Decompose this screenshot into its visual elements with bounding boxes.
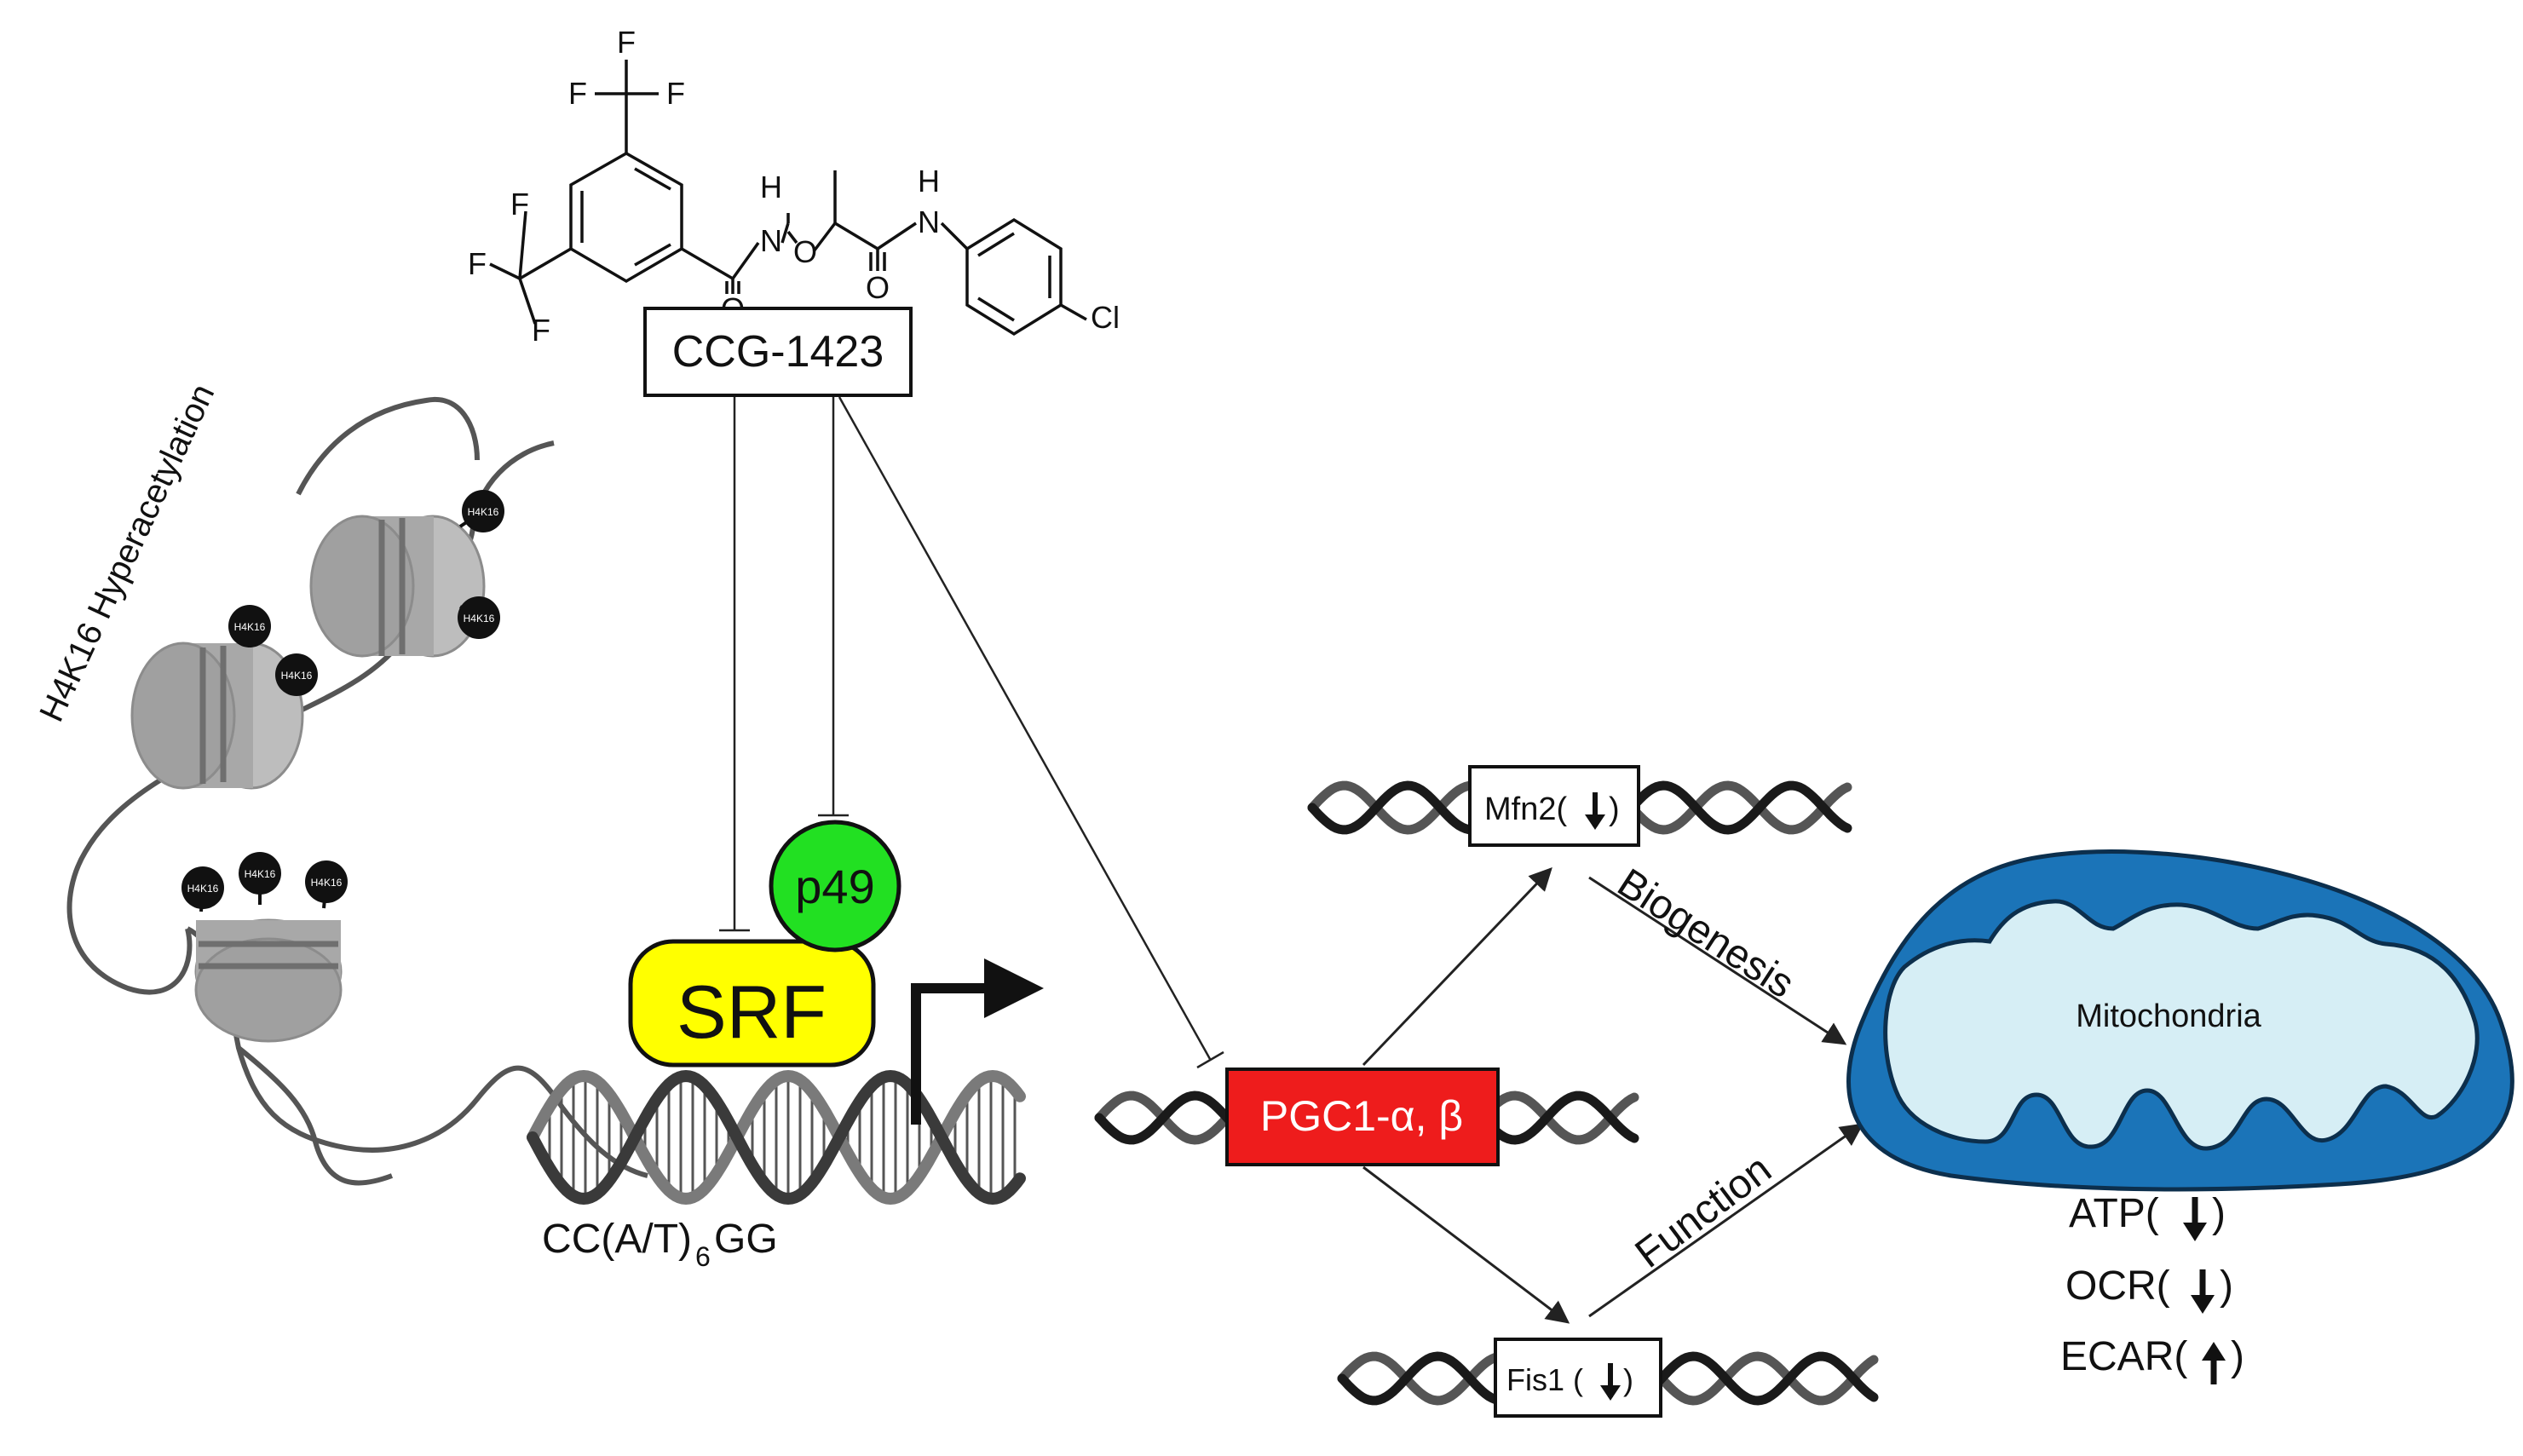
mfn2-box: Mfn2( ): [1468, 765, 1640, 847]
mitochondrion: Mitochondria: [1846, 849, 2514, 1192]
h4k16-acetyl-mark: H4K16: [228, 605, 271, 647]
atom-h: H: [760, 170, 782, 204]
srf-motif-end: GG: [714, 1217, 778, 1262]
ocr-label: OCR(: [2065, 1263, 2170, 1309]
mfn2-label: Mfn2(: [1484, 791, 1567, 827]
transcription-start-arrow: [911, 958, 1044, 1125]
up-arrow-icon: [2202, 1342, 2226, 1384]
fis1-close: ): [1623, 1362, 1633, 1397]
atom-f: F: [532, 313, 550, 348]
ccg1423-label: CCG-1423: [672, 327, 884, 377]
mito-metric-atp: ATP( ): [2069, 1191, 2226, 1241]
mfn2-close: ): [1609, 791, 1620, 827]
ocr-close: ): [2220, 1263, 2233, 1309]
down-arrow-icon: [2183, 1197, 2207, 1241]
fis1-label: Fis1 (: [1506, 1362, 1583, 1397]
h4k16-mark-label: H4K16: [281, 670, 313, 682]
dna-strand: [527, 1069, 1026, 1206]
srf-promoter-dna: [527, 1069, 1026, 1206]
mito-metric-ocr: OCR( ): [2065, 1263, 2233, 1314]
arrow-pgc-to-mfn2: [1362, 867, 1552, 1067]
pathway-arrows: [1362, 867, 1864, 1324]
h4k16-mark-label: H4K16: [245, 868, 276, 880]
arrow-function: [1588, 1123, 1864, 1318]
atom-h: H: [918, 164, 940, 199]
h4k16-acetyl-mark: H4K16: [305, 860, 348, 909]
srf-motif-subscript: 6: [695, 1241, 711, 1272]
pgc1-box: PGC1-α, β: [1225, 1068, 1500, 1166]
atp-label: ATP(: [2069, 1191, 2159, 1236]
mito-metric-ecar: ECAR( ): [2060, 1334, 2244, 1384]
inhibit-pgc-line: [838, 396, 1212, 1060]
pgc1-label: PGC1-α, β: [1260, 1092, 1463, 1140]
h4k16-acetyl-mark: H4K16: [181, 866, 224, 912]
nucleosome-top: [309, 515, 486, 658]
atom-n: N: [918, 204, 940, 239]
h4k16-mark-label: H4K16: [464, 613, 495, 624]
ecar-close: ): [2231, 1334, 2244, 1379]
arrow-pgc-to-fis1: [1362, 1165, 1570, 1324]
h4k16-acetyl-mark: H4K16: [275, 653, 318, 696]
ccg1423-structure: [489, 60, 1087, 337]
nucleosome-middle: [130, 642, 304, 790]
atp-close: ): [2212, 1191, 2226, 1236]
atom-o: O: [866, 270, 890, 305]
srf-protein: SRF: [628, 939, 876, 1068]
h4k16-mark-label: H4K16: [311, 877, 343, 889]
p49-protein: p49: [769, 820, 901, 952]
down-arrow-icon: [1585, 792, 1605, 830]
atom-o: O: [793, 234, 817, 269]
nucleosome-bottom: [194, 918, 343, 1043]
mitochondria-label: Mitochondria: [2076, 998, 2261, 1034]
h4k16-acetyl-mark: H4K16: [458, 490, 504, 532]
ecar-label: ECAR(: [2060, 1334, 2187, 1379]
srf-motif-main: CC(A/T): [542, 1217, 692, 1262]
inhibition-lines: [719, 396, 1224, 1069]
p49-label: p49: [795, 860, 874, 913]
function-label: Function: [1627, 1147, 1780, 1277]
srf-label: SRF: [677, 970, 827, 1054]
atom-n: N: [760, 223, 782, 258]
h4k16-mark-label: H4K16: [468, 506, 499, 518]
down-arrow-icon: [2191, 1269, 2215, 1314]
atom-f: F: [568, 76, 587, 111]
arrow-biogenesis: [1588, 876, 1847, 1045]
down-arrow-icon: [1600, 1363, 1621, 1401]
atom-f: F: [617, 25, 636, 60]
biogenesis-label: Biogenesis: [1610, 860, 1802, 1007]
ccg1423-atom-labels: F F F F F F O H N O O H N Cl: [468, 25, 1120, 348]
fis1-box: Fis1 ( ): [1494, 1338, 1662, 1418]
atom-cl: Cl: [1091, 300, 1120, 335]
atom-f: F: [468, 246, 487, 281]
atom-f: F: [666, 76, 685, 111]
atom-f: F: [510, 187, 529, 222]
h4k16-acetyl-mark: H4K16: [239, 852, 281, 905]
h4k16-acetyl-mark: H4K16: [458, 596, 500, 639]
h4k16-mark-label: H4K16: [187, 883, 219, 895]
ccg1423-box: CCG-1423: [643, 307, 913, 397]
h4k16-mark-label: H4K16: [234, 621, 266, 633]
